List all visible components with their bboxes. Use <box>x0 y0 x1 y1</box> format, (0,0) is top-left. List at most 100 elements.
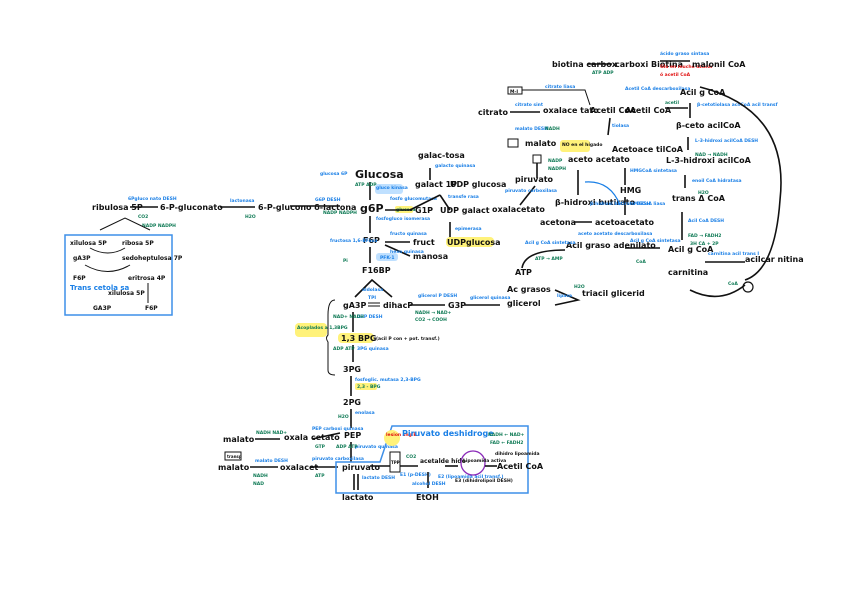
enzyme-malato-desh: malato DESH <box>515 126 548 132</box>
enzyme-e3: E3 (dihidrolipoil DESH) <box>455 478 513 484</box>
return-arc <box>689 284 746 298</box>
node-glucono-lactona: 6-P-glucono δ-lactona <box>258 203 356 212</box>
node-carnitina: carnitina <box>668 268 708 277</box>
node-etoh: EtOH <box>416 493 439 502</box>
enzyme-enoil-hidratasa: enoil CoA hidratasa <box>692 178 742 184</box>
enzyme-fructoquinasa: fructo quinasa <box>390 231 427 237</box>
label-transp: transp <box>227 454 242 459</box>
enzyme-b-hidroxi-desh: β-hidroxi butirato DESH <box>590 201 651 207</box>
arc <box>89 247 126 254</box>
pyruvate-dehydrogenase-complex: lesion sng B Piruvato deshidroge TPP CO2… <box>335 425 544 502</box>
enzyme-glicerol-p-desh: glicerol P DESH <box>418 293 457 299</box>
node-udp-galact: UDP galact <box>440 206 490 215</box>
cofactor-nadh: NADH <box>253 473 268 479</box>
node-acil-coa-2: Acil g CoA <box>668 245 714 254</box>
cofactor-atp-adp: ATP ADP <box>592 70 614 76</box>
node-biotina-carbox: biotina carbox <box>552 60 618 69</box>
node-g6p: g6P <box>360 202 384 215</box>
node-3pg: 3PG <box>343 365 361 374</box>
enzyme-fosfoglucomutasa: fosfo glucomutasa <box>390 196 437 202</box>
node-acetoacetilcoa: Acetoace tilCoA <box>612 145 684 154</box>
node-acetoacetato-2: acetoacetato <box>595 218 655 227</box>
cofactor-nadh-nad: NADH ← NAD+ <box>488 432 525 438</box>
node-malato-2: malato <box>218 463 250 472</box>
pdh-box <box>335 425 529 494</box>
node-galact-1p: galact 1P <box>415 180 457 189</box>
enzyme-glucoquinasa: gluco kinasa <box>376 185 408 191</box>
cofactor-nadp-nadph: NADP NADPH <box>323 210 357 216</box>
node-acetona: acetona <box>540 218 576 227</box>
node-hmg: HMG <box>620 186 641 195</box>
node-xilulosa-5p-2: xilulosa 5P <box>108 290 145 297</box>
cofactor-gtp-gdp: GTP <box>315 444 326 450</box>
label-lesion: lesion sng B <box>386 432 417 438</box>
glycolysis: Glucosa gluco kinasa glucosa 6P ATP ADP … <box>295 168 510 502</box>
node-glicerol: glicerol <box>507 299 541 308</box>
enzyme-fructosa-16bfasa: fructosa 1,6-BFasa <box>330 238 377 244</box>
enzyme-acilcoa-desh: Acil CoA DESH <box>688 218 724 224</box>
enzyme-citrato-liasa: citrato liasa <box>545 84 575 90</box>
node-fructosa: fruct <box>413 238 435 247</box>
cofactor-fad-fadh2: FAD → FADH2 <box>688 233 721 239</box>
cofactor-nad: NAD <box>253 481 264 487</box>
bracket <box>326 299 336 376</box>
arrow <box>311 432 341 440</box>
enzyme-lactonasa: lactonasa <box>230 198 254 204</box>
enzyme-ldh: lactato DESH <box>362 475 395 481</box>
node-dihacp: dihacP <box>383 301 413 310</box>
cofactor-h2o: H2O <box>245 214 256 220</box>
cofactor-coa: CoA <box>728 281 738 287</box>
enzyme-e1: E1 (p-DESH) <box>400 472 431 478</box>
node-acilcarnitina: acilcar nitina <box>745 255 804 264</box>
cofactor-nadh-nad: NADH NAD+ <box>256 430 287 436</box>
node-citrato: citrato <box>478 108 508 117</box>
label-no-higado: NO en el hígado <box>562 141 602 148</box>
enzyme-g6p-desh: G6P DESH <box>315 197 341 203</box>
label-acoplados: Acoplados a 1,3BPG <box>297 325 348 331</box>
cofactor-atp-mp: 3H CA + 2P <box>690 241 719 247</box>
cofactor-h2o: H2O <box>698 190 709 196</box>
node-acil-graso-adenilato: Acil graso adenilato <box>566 241 656 250</box>
node-ga3p: gA3P <box>343 301 366 310</box>
cofactor-nad-nadh: NAD+ NADH <box>333 314 364 320</box>
big-cycle-arc <box>699 86 782 281</box>
cofactor-nad-nadh: NAD → NADH <box>695 152 728 158</box>
enzyme-acido-graso-sint: ácido graso sintasa <box>660 50 709 57</box>
node-glucosa: Glucosa <box>355 168 404 181</box>
transporter-box <box>224 451 242 461</box>
cofactor-nadph: NADP NADPH <box>142 223 176 229</box>
node-oxalacet: oxalacet <box>280 463 318 472</box>
enzyme-citrato-sint: citrato sint <box>515 102 544 108</box>
enzyme-hexoquinasa: hexo quinasa <box>390 249 424 255</box>
transferasa-arrows <box>409 194 451 211</box>
node-13bpg: 1,3 BPG <box>341 334 376 343</box>
cofactor-nadph: NADPH <box>548 166 566 172</box>
node-pep: PEP <box>344 431 361 440</box>
node-piruvato: piruvato <box>342 463 381 472</box>
node-6p-gluconato: 6-P-gluconato <box>160 203 223 212</box>
highlight <box>338 333 374 343</box>
enzyme-piruvato-carboxilasa: piruvato carboxilasa <box>505 188 557 194</box>
highlight <box>560 140 590 152</box>
cofactor-nadp: NADP <box>548 158 563 164</box>
cofactor-co2: CO2 <box>406 454 416 460</box>
node-malato: malato <box>525 139 557 148</box>
cofactor-adp-atp-2: ADP ATP <box>336 444 358 450</box>
cofactor-h2o: H2O <box>338 414 349 420</box>
node-trans-coa: trans Δ CoA <box>672 194 726 203</box>
node-l3-hidroxi-acilcoa: L-3-hidroxi acilCoA <box>666 156 752 165</box>
pentose-phosphate-pathway: ribulosa 5P 6Pgluco nato DESH CO2 NADP N… <box>64 196 357 316</box>
node-manosa: manosa <box>413 252 448 261</box>
cofactor-nadh: NADH <box>545 126 560 132</box>
label-23bpg: 2,3 - BPG <box>357 384 381 390</box>
transporter-box <box>532 154 542 164</box>
enzyme-acilcoa-sint-2: Acil g CoA sintetasa <box>630 238 681 244</box>
enzyme-acilcoa-sint: Acil g CoA sintetasa <box>525 240 576 246</box>
lipoamida-circle <box>460 450 486 476</box>
enzyme-l3-desh: L-3-hidroxi acilCoA DESH <box>695 138 758 144</box>
node-acetaldehido: acetalde hído <box>420 458 466 465</box>
enzyme-enolasa: enolasa <box>355 410 375 416</box>
enzyme-malato-desh: malato DESH <box>255 458 288 464</box>
enzyme-aldolasa: aldolasa <box>362 287 383 293</box>
node-dihidrolipoamida: dihidro lipoamida <box>495 451 540 457</box>
